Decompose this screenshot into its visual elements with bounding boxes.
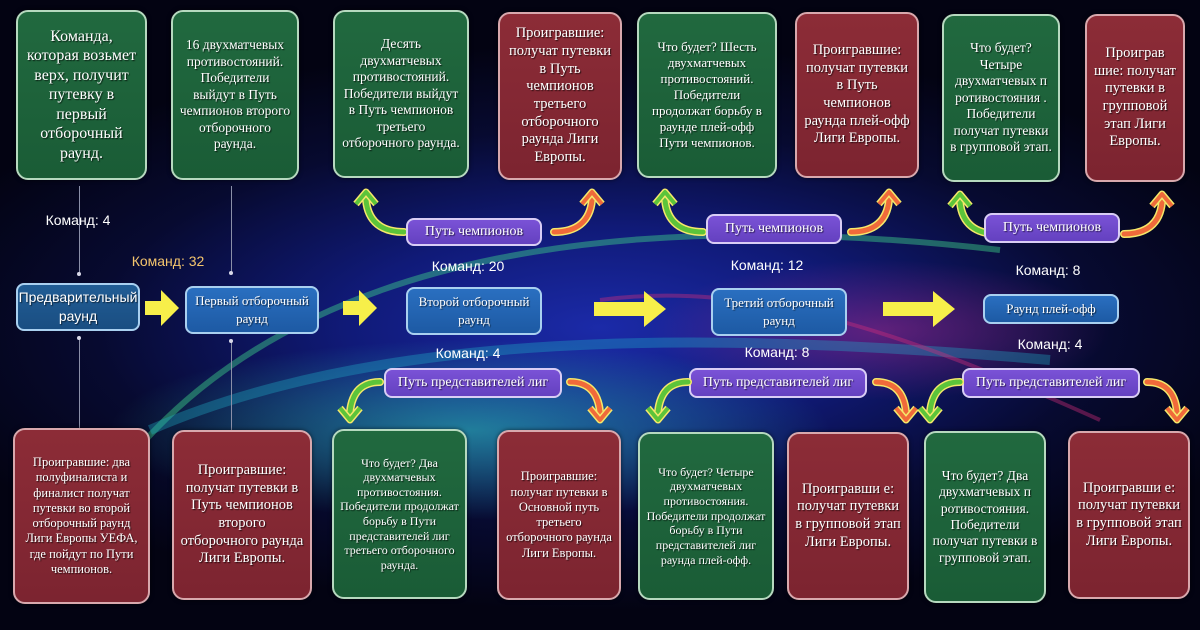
card-text: Команда, которая возьмет верх, получит п… (26, 27, 137, 162)
arrow-up-left-winners-icon (353, 188, 408, 236)
outcome-card-third-round-league-winners: Что будет? Четыре двухматчевых противост… (638, 432, 774, 600)
stage-second-qualifying-round[interactable]: Второй отборочный раунд (406, 287, 542, 335)
flow-arrow-right-icon (145, 290, 179, 326)
card-text: Что будет? Два двухматчевых противостоян… (340, 455, 459, 572)
outcome-card-preliminary-winners: Команда, которая возьмет верх, получит п… (16, 10, 147, 180)
card-text: Что будет? Два двухматчевых п ротивостоя… (932, 467, 1038, 565)
connector-dot (77, 336, 81, 340)
card-text: Что будет? Четыре двухматчевых противост… (646, 464, 766, 567)
path-label: Путь чемпионов (424, 224, 524, 239)
outcome-card-preliminary-losers: Проигравшие: два полуфиналиста и финалис… (13, 428, 150, 604)
champions-path-third-round[interactable]: Путь чемпионов (706, 214, 842, 244)
path-label: Путь чемпионов (1002, 220, 1102, 235)
connector-dot (77, 272, 81, 276)
stage-third-qualifying-round[interactable]: Третий отборочный раунд (711, 288, 847, 336)
outcome-card-second-round-champions-winners: Десять двухматчевых противостояний. Побе… (333, 10, 469, 178)
outcome-card-third-round-champions-winners: Что будет? Шесть двухматчевых противосто… (637, 12, 777, 178)
stage-preliminary-round[interactable]: Предварительный раунд (16, 283, 140, 331)
team-count-first-round: Команд: 32 (131, 253, 205, 269)
outcome-card-playoff-champions-winners: Что будет? Четыре двухматчевых п ротивос… (942, 14, 1060, 182)
team-count-playoff-league: Команд: 4 (1017, 336, 1083, 352)
connector-dot (229, 271, 233, 275)
arrow-up-right-losers-icon (550, 188, 605, 236)
stage-first-qualifying-round[interactable]: Первый отборочный раунд (185, 286, 319, 334)
arrow-up-right-losers-icon (1120, 190, 1175, 238)
stage-label: Второй отборочный раунд (418, 294, 530, 327)
card-text: Проигравши е: получат путевки в группово… (1076, 479, 1182, 549)
outcome-card-playoff-champions-losers: Проиграв шие: получат путевки в группово… (1085, 14, 1185, 182)
stage-label: Раунд плей-офф (1006, 301, 1096, 317)
outcome-card-third-round-champions-losers: Проигравшие: получат путевки в Путь чемп… (795, 12, 919, 178)
arrow-down-right-losers-icon (566, 378, 613, 424)
arrow-down-left-winners-icon (337, 378, 384, 424)
outcome-card-third-round-league-losers: Проигравши е: получат путевки в группово… (787, 432, 909, 600)
arrow-down-right-losers-icon (1143, 378, 1190, 424)
connector-line (79, 336, 80, 428)
card-text: Проигравшие: получат путевки в Основной … (506, 469, 612, 560)
flow-arrow-right-icon (594, 291, 666, 327)
connector-dot (229, 339, 233, 343)
outcome-card-playoff-league-losers: Проигравши е: получат путевки в группово… (1068, 431, 1190, 599)
outcome-card-first-round-winners: 16 двухматчевых противостояний. Победите… (171, 10, 299, 180)
arrow-up-right-losers-icon (847, 188, 902, 236)
connector-line (231, 186, 232, 274)
team-count-third-league: Команд: 8 (744, 344, 810, 360)
connector-line (231, 340, 232, 430)
arrow-down-left-winners-icon (917, 378, 964, 424)
champions-path-second-round[interactable]: Путь чемпионов (406, 218, 542, 246)
outcome-card-first-round-losers: Проигравшие: получат путевки в Путь чемп… (172, 430, 312, 600)
stage-playoff-round[interactable]: Раунд плей-офф (983, 294, 1119, 324)
arrow-down-left-winners-icon (645, 378, 692, 424)
card-text: Проиграв шие: получат путевки в группово… (1093, 44, 1176, 150)
stage-label: Третий отборочный раунд (724, 295, 834, 328)
path-label: Путь представителей лиг (702, 375, 854, 390)
outcome-card-second-round-league-losers: Проигравшие: получат путевки в Основной … (497, 430, 621, 600)
flow-arrow-right-icon (343, 290, 377, 326)
card-text: Проигравшие: получат путевки в Путь чемп… (180, 461, 304, 567)
league-path-third-round[interactable]: Путь представителей лиг (689, 368, 867, 398)
path-label: Путь представителей лиг (397, 375, 549, 390)
card-text: Десять двухматчевых противостояний. Побе… (342, 36, 460, 151)
league-path-playoff[interactable]: Путь представителей лиг (962, 368, 1140, 398)
card-text: 16 двухматчевых противостояний. Победите… (179, 37, 291, 152)
outcome-card-playoff-league-winners: Что будет? Два двухматчевых п ротивостоя… (924, 431, 1046, 603)
arrow-up-left-winners-icon (652, 188, 707, 236)
outcome-card-second-round-league-winners: Что будет? Два двухматчевых противостоян… (332, 429, 467, 599)
team-count-second-league: Команд: 4 (435, 345, 501, 361)
arrow-down-right-losers-icon (872, 378, 919, 424)
card-text: Проигравши е: получат путевки в группово… (795, 480, 901, 550)
league-path-second-round[interactable]: Путь представителей лиг (384, 368, 562, 398)
path-label: Путь представителей лиг (975, 375, 1127, 390)
path-label: Путь чемпионов (724, 221, 824, 236)
card-text: Проигравшие: получат путевки в Путь чемп… (508, 25, 612, 166)
flow-arrow-right-icon (883, 291, 955, 327)
champions-path-playoff[interactable]: Путь чемпионов (984, 213, 1120, 243)
team-count-third-champions: Команд: 12 (730, 257, 804, 273)
outcome-card-second-round-champions-losers: Проигравшие: получат путевки в Путь чемп… (498, 12, 622, 180)
card-text: Проигравшие: получат путевки в Путь чемп… (804, 41, 910, 147)
team-count-second-champions: Команд: 20 (431, 258, 505, 274)
stage-label: Предварительный раунд (18, 289, 138, 324)
stage-label: Первый отборочный раунд (195, 293, 309, 326)
card-text: Проигравшие: два полуфиналиста и финалис… (25, 455, 138, 576)
team-count-preliminary: Команд: 4 (45, 212, 111, 228)
card-text: Что будет? Шесть двухматчевых противосто… (652, 39, 762, 150)
card-text: Что будет? Четыре двухматчевых п ротивос… (950, 40, 1052, 155)
team-count-playoff-champions: Команд: 8 (1015, 262, 1081, 278)
connector-line (79, 186, 80, 274)
